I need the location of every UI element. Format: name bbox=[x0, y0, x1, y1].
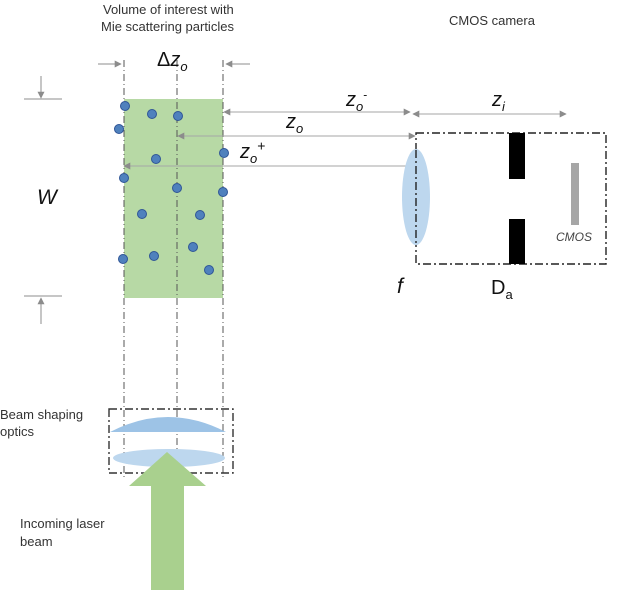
particle bbox=[120, 101, 130, 111]
delta-z-subscript: o bbox=[180, 59, 188, 74]
zo-plus-z: z bbox=[240, 141, 250, 163]
zi-sub: i bbox=[502, 99, 505, 114]
zo-plus-sub: o bbox=[250, 151, 258, 166]
delta-z-letter: z bbox=[170, 49, 181, 71]
beam-shaping-label-line1: Beam shaping bbox=[0, 407, 84, 422]
objective-lens bbox=[402, 149, 430, 245]
cmos-sensor-label: CMOS bbox=[556, 230, 592, 244]
beam-shaping-label-line2: optics bbox=[0, 424, 34, 439]
particle bbox=[114, 124, 124, 134]
zo-minus-sub: o bbox=[356, 99, 364, 114]
particle bbox=[151, 154, 161, 164]
zo-z: z bbox=[286, 111, 296, 133]
zo-minus-label: zo- bbox=[346, 87, 368, 114]
zo-plus-sup: + bbox=[257, 137, 266, 154]
volume-title-line1: Volume of interest with bbox=[103, 2, 234, 17]
particle bbox=[188, 242, 198, 252]
zo-label: zo bbox=[286, 111, 304, 136]
delta-z-label: Δzo bbox=[157, 49, 188, 74]
volume-title-line2: Mie scattering particles bbox=[101, 19, 234, 34]
particle bbox=[118, 254, 128, 264]
zo-plus-label: zo+ bbox=[240, 138, 265, 166]
beam-shaping-box bbox=[108, 408, 234, 474]
aperture-label: Da bbox=[491, 277, 513, 302]
particle bbox=[147, 109, 157, 119]
camera-title: CMOS camera bbox=[449, 13, 535, 28]
particle bbox=[149, 251, 159, 261]
zi-label: zi bbox=[492, 89, 505, 114]
w-label: W bbox=[37, 186, 57, 209]
zo-minus-sup: - bbox=[363, 87, 368, 102]
particle bbox=[119, 173, 129, 183]
aperture-d: D bbox=[491, 277, 506, 299]
laser-beam-arrow bbox=[129, 452, 206, 590]
zo-minus-z: z bbox=[346, 89, 356, 111]
laser-label-line1: Incoming laser bbox=[20, 516, 105, 531]
delta-symbol: Δ bbox=[157, 49, 171, 71]
particle bbox=[137, 209, 147, 219]
particle bbox=[172, 183, 182, 193]
laser-label-line2: beam bbox=[20, 534, 53, 549]
volume-of-interest bbox=[124, 99, 223, 298]
beam-shaping-lens-top bbox=[110, 417, 226, 432]
aperture-sub: a bbox=[505, 287, 513, 302]
aperture-bottom bbox=[509, 219, 525, 264]
particle bbox=[204, 265, 214, 275]
focal-length-label: f bbox=[397, 275, 403, 298]
aperture-top bbox=[509, 133, 525, 179]
zo-sub: o bbox=[296, 121, 304, 136]
particle bbox=[173, 111, 183, 121]
zi-z: z bbox=[492, 89, 502, 111]
particle bbox=[195, 210, 205, 220]
particle bbox=[219, 148, 229, 158]
cmos-sensor bbox=[571, 163, 579, 225]
particle bbox=[218, 187, 228, 197]
